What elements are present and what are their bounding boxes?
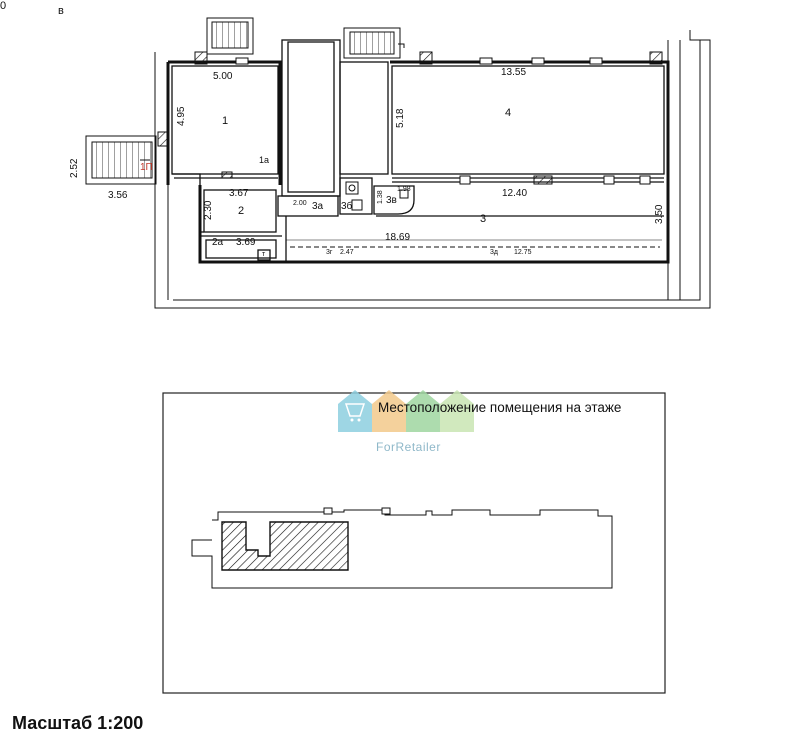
dimension-label: 4.95 — [176, 106, 187, 126]
dimension-label: 1.98 — [397, 186, 411, 193]
window-marks — [235, 57, 651, 185]
dimension-label: т — [262, 251, 266, 258]
stairs — [85, 17, 405, 185]
dimension-label: 3.69 — [236, 237, 256, 248]
room-label: 3б — [341, 201, 353, 212]
corner-label-right: в — [58, 5, 64, 17]
dimension-label: 3.50 — [654, 204, 665, 224]
watermark-text: ForRetailer — [376, 440, 441, 454]
mini-floor-plan — [191, 507, 613, 589]
room-label: 3г — [326, 249, 333, 256]
building-outline — [154, 30, 711, 309]
room-label: 3д — [490, 249, 498, 256]
corner-label-left: 0 — [0, 0, 7, 12]
dimension-label: 18.69 — [385, 232, 411, 243]
dimension-label: 5.18 — [395, 108, 406, 128]
room-label: 3а — [312, 201, 324, 212]
dimension-label: 12.75 — [514, 249, 532, 256]
dimension-label: 13.55 — [501, 67, 527, 78]
dimension-label: 1.38 — [377, 190, 384, 204]
room-label: 4 — [505, 107, 512, 119]
room-label: 1 — [222, 115, 229, 127]
dimension-label: 3.56 — [108, 190, 128, 201]
highlighted-premises — [221, 521, 349, 571]
location-panel-frame — [162, 392, 666, 694]
dimension-label: 5.00 — [213, 71, 233, 82]
room-label: 3 — [480, 213, 487, 225]
room-label: 1П — [140, 162, 153, 173]
room-label: 2а — [212, 237, 224, 248]
inner-walls — [171, 39, 665, 262]
dimension-label: 3.67 — [229, 188, 249, 199]
fixtures — [345, 181, 409, 211]
hatched-blocks — [157, 51, 663, 185]
scale-label: Масштаб 1:200 — [12, 713, 144, 733]
room-label: 1а — [259, 155, 270, 165]
dimension-label: 2.52 — [69, 158, 80, 178]
dimension-label: 2.47 — [340, 249, 354, 256]
dimension-label: 2.30 — [203, 200, 214, 220]
dimension-label: 12.40 — [502, 188, 528, 199]
dimension-label: 2.00 — [293, 200, 307, 207]
watermark-logo — [338, 390, 474, 432]
location-caption: Местоположение помещения на этаже — [378, 400, 622, 415]
room-label: 2 — [238, 205, 245, 217]
room-label: 3в — [386, 195, 397, 206]
